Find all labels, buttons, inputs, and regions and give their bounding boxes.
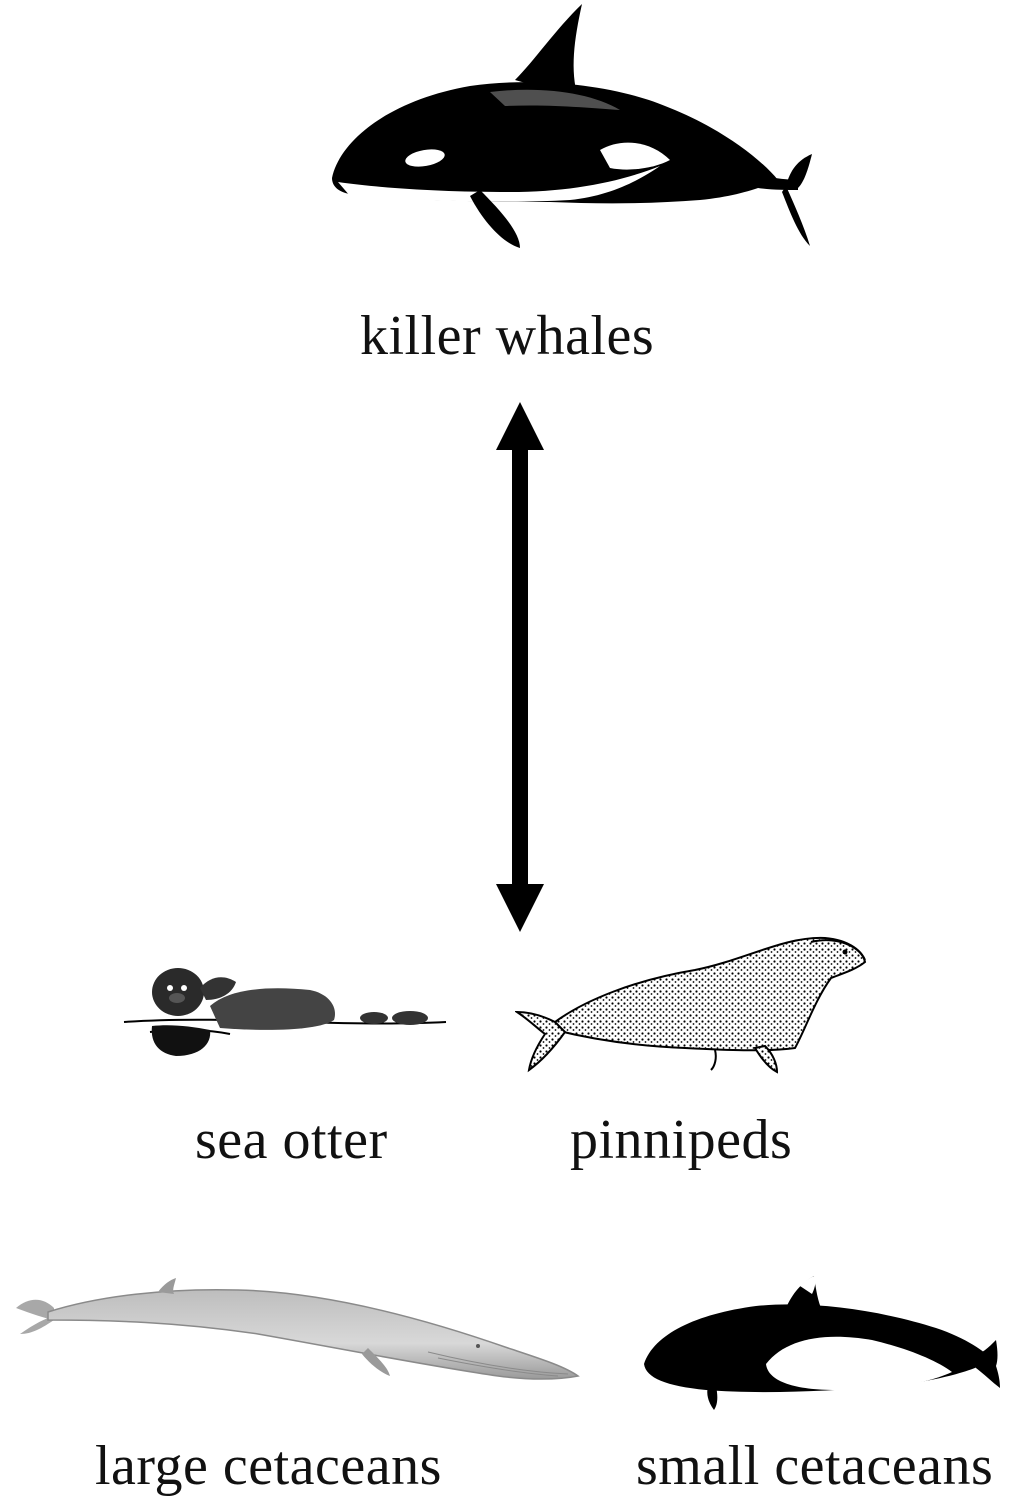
sea-otter-label: sea otter bbox=[195, 1109, 388, 1171]
sea-otter-icon bbox=[123, 968, 447, 1056]
large-cetaceans-label: large cetaceans bbox=[95, 1435, 442, 1497]
small-cetaceans-label: small cetaceans bbox=[636, 1435, 994, 1497]
arrow-head-up bbox=[496, 402, 544, 450]
killer-whales-label: killer whales bbox=[360, 305, 655, 367]
baleen-whale-icon bbox=[16, 1278, 580, 1380]
porpoise-icon bbox=[644, 1276, 1000, 1410]
double-arrow bbox=[496, 402, 544, 932]
pinnipeds-label: pinnipeds bbox=[570, 1109, 793, 1171]
arrow-shaft bbox=[512, 446, 528, 890]
arrow-head-down bbox=[496, 884, 544, 932]
killer-whale-icon bbox=[332, 4, 812, 248]
seal-icon bbox=[515, 936, 867, 1074]
